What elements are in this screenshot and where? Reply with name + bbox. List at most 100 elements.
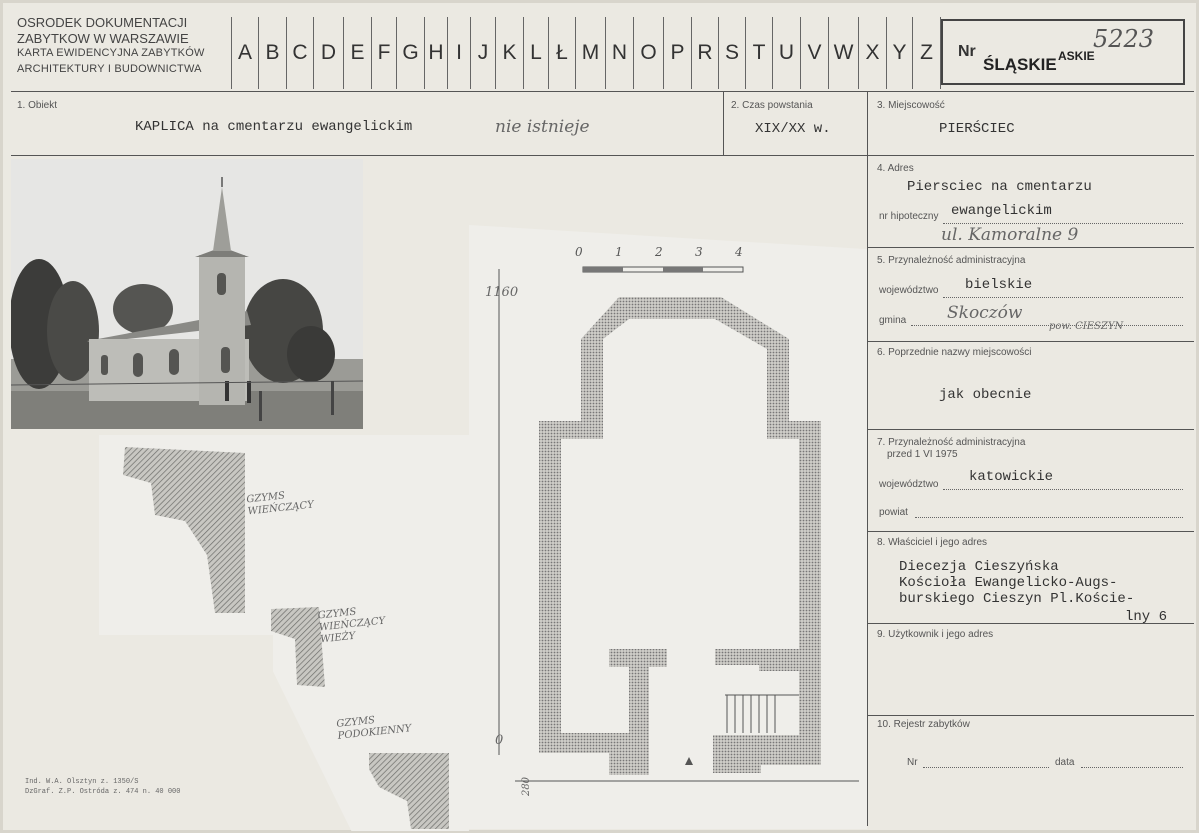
divider — [867, 341, 1194, 342]
index-letter: U — [773, 17, 801, 89]
plan-mark: 1160 — [485, 285, 519, 300]
index-letter: L — [524, 17, 549, 89]
gmina-note: pow. CIESZYN — [1049, 321, 1124, 332]
index-letter: M — [576, 17, 606, 89]
nr-value: ŚLĄSKIE — [983, 55, 1057, 74]
floor-plan — [498, 266, 859, 782]
nr-value-overprint: ASKIE — [1058, 49, 1095, 63]
przed-label: 7. Przynależność administracyjna — [877, 437, 1026, 448]
index-letter: H — [425, 17, 448, 89]
przed-label-date: przed 1 VI 1975 — [887, 449, 958, 460]
divider — [867, 531, 1194, 532]
czas-label: 2. Czas powstania — [731, 100, 813, 111]
nr-handwritten: 5223 — [1093, 25, 1155, 53]
wlasciciel-line: burskiego Cieszyn Pl.Koście- — [899, 591, 1135, 607]
index-letter: B — [259, 17, 287, 89]
index-letter: S — [719, 17, 746, 89]
chapel-photo-svg — [11, 159, 363, 429]
index-letter: T — [746, 17, 773, 89]
wlasciciel-line: Diecezja Cieszyńska — [899, 559, 1059, 575]
org-line: KARTA EWIDENCYJNA ZABYTKÓW — [17, 47, 205, 59]
miejscowosc-value: PIERŚCIEC — [939, 121, 1015, 137]
uzytkownik-label: 9. Użytkownik i jego adres — [877, 629, 994, 640]
obiekt-label: 1. Obiekt — [17, 100, 58, 111]
index-letter: V — [801, 17, 829, 89]
plan-zero: 0 — [495, 733, 504, 748]
divider — [867, 715, 1194, 716]
chapel-photo — [11, 159, 363, 429]
powiat-label: powiat — [879, 507, 908, 518]
wojewodztwo-label: województwo — [879, 285, 939, 296]
rejestr-data-label: data — [1055, 757, 1075, 768]
underline — [1081, 767, 1183, 768]
divider — [723, 91, 724, 155]
czas-value: XIX/XX w. — [755, 121, 831, 137]
hipoteczny-label: nr hipoteczny — [879, 211, 939, 222]
gmina-label: gmina — [879, 315, 907, 326]
underline — [923, 767, 1049, 768]
index-letter: Z — [913, 17, 941, 89]
adres-line2: ewangelickim — [951, 203, 1052, 219]
divider — [867, 429, 1194, 430]
adres-handwritten: ul. Kamoralne 9 — [941, 225, 1079, 245]
index-letter: O — [634, 17, 664, 89]
underline — [943, 489, 1183, 490]
index-letter: E — [344, 17, 372, 89]
divider — [867, 91, 868, 826]
adres-line1: Piersciec na cmentarzu — [907, 179, 1092, 195]
scale-label: 3 — [695, 245, 703, 259]
underline — [911, 325, 1183, 326]
index-letter: Ł — [549, 17, 576, 89]
index-letter: G — [397, 17, 425, 89]
scale-label: 2 — [655, 245, 663, 259]
divider — [11, 91, 1194, 92]
org-line: ZABYTKOW W WARSZAWIE — [17, 30, 189, 46]
divider — [867, 623, 1194, 624]
cornice-profiles — [123, 447, 449, 829]
org-line: ARCHITEKTURY I BUDOWNICTWA — [17, 62, 202, 75]
index-letter: D — [314, 17, 344, 89]
obiekt-value: KAPLICA na cmentarzu ewangelickim — [135, 119, 413, 135]
index-letter: Y — [887, 17, 913, 89]
index-letter: P — [664, 17, 692, 89]
obiekt-note: nie istnieje — [495, 117, 590, 137]
nr-label: Nr — [958, 43, 976, 60]
index-letter: I — [448, 17, 471, 89]
underline — [943, 223, 1183, 224]
wlasciciel-line: Kościoła Ewangelicko-Augs- — [899, 575, 1118, 591]
wlasciciel-label: 8. Właściciel i jego adres — [877, 537, 988, 548]
index-letter: N — [606, 17, 634, 89]
index-letter: C — [287, 17, 314, 89]
divider — [11, 155, 1194, 156]
wlasciciel-line: lny 6 — [1125, 609, 1168, 625]
przed-woj-label: województwo — [879, 479, 939, 490]
index-letter: X — [859, 17, 887, 89]
index-letter: J — [471, 17, 496, 89]
footnote-line: Ind. W.A. Olsztyn z. 1350/S — [25, 778, 139, 786]
index-letter: K — [496, 17, 524, 89]
gmina-handwritten: Skoczów — [947, 303, 1023, 323]
index-letter: W — [829, 17, 859, 89]
underline — [915, 517, 1183, 518]
rejestr-label: 10. Rejestr zabytków — [877, 719, 970, 730]
scale-label: 4 — [735, 245, 743, 259]
wojewodztwo-value: bielskie — [965, 277, 1033, 293]
index-letter: F — [372, 17, 397, 89]
przynaleznosc-label: 5. Przynależność administracyjna — [877, 255, 1026, 266]
scale-label: 0 — [575, 245, 583, 259]
index-letter: R — [692, 17, 719, 89]
plan-bottom-mark: 280 — [521, 776, 533, 797]
org-line: OSRODEK DOKUMENTACJI — [17, 15, 188, 30]
underline — [943, 297, 1183, 298]
poprzednie-value: jak obecnie — [939, 387, 1032, 403]
gzyms-label-2: GZYMS WIEŃCZĄCY WIEŻY — [317, 606, 386, 646]
divider — [867, 247, 1194, 248]
organization-header: OSRODEK DOKUMENTACJI ZABYTKOW W WARSZAWI… — [17, 15, 227, 77]
poprzednie-label: 6. Poprzednie nazwy miejscowości — [877, 347, 1032, 358]
nr-box — [941, 19, 1185, 85]
adres-label: 4. Adres — [877, 163, 914, 174]
print-footnote: Ind. W.A. Olsztyn z. 1350/S DzGraf. Z.P.… — [25, 777, 180, 797]
